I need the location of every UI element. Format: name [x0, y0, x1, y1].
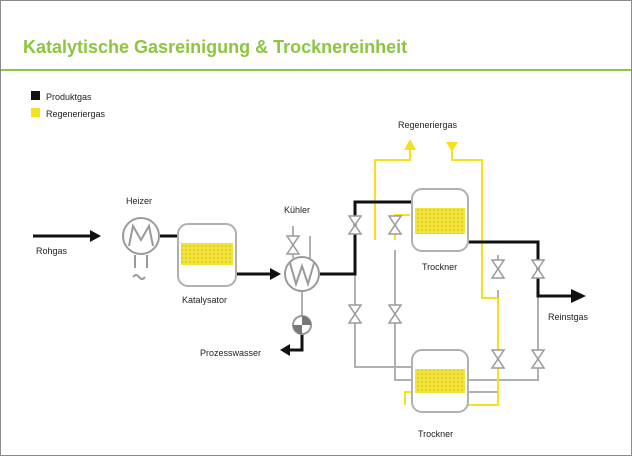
valve-icon — [530, 259, 546, 279]
valve-icon — [490, 349, 506, 369]
kat-outlet-arrow-icon — [270, 268, 281, 280]
valve-icon — [347, 215, 363, 235]
valve-icon — [490, 259, 506, 279]
label-trockner-top: Trockner — [422, 262, 457, 272]
prozesswasser-arrow-icon — [280, 344, 290, 356]
cooler-icon — [284, 256, 320, 292]
regen-out-arrow-icon — [404, 139, 416, 150]
regen-in-arrow-icon — [446, 142, 458, 152]
rohgas-arrow-icon — [90, 230, 101, 242]
label-prozesswasser: Prozesswasser — [200, 348, 261, 358]
title-underline — [1, 69, 631, 71]
legend-label-produktgas: Produktgas — [46, 92, 92, 102]
label-kuehler: Kühler — [284, 205, 310, 215]
page-title: Katalytische Gasreinigung & Trocknereinh… — [23, 37, 408, 57]
label-rohgas: Rohgas — [36, 246, 68, 256]
valve-icon — [387, 215, 403, 235]
valve-icon — [387, 304, 403, 324]
valve-icon — [347, 304, 363, 324]
legend-swatch-produktgas — [31, 91, 40, 100]
reinstgas-arrow-icon — [571, 289, 586, 303]
trockner-top-vessel — [411, 188, 469, 252]
label-heizer: Heizer — [126, 196, 152, 206]
label-regeneriergas: Regeneriergas — [398, 120, 458, 130]
label-reinstgas: Reinstgas — [548, 312, 589, 322]
katalysator-vessel — [177, 223, 237, 287]
legend-label-regeneriergas: Regeneriergas — [46, 109, 106, 119]
trockner-bottom-vessel — [411, 349, 469, 413]
valves — [347, 215, 546, 369]
cooler-valve-icon — [285, 235, 301, 255]
label-trockner-bottom: Trockner — [418, 429, 453, 439]
valve-icon — [530, 349, 546, 369]
pump-icon — [292, 315, 312, 335]
legend-swatch-regeneriergas — [31, 108, 40, 117]
label-katalysator: Katalysator — [182, 295, 227, 305]
heater-icon — [122, 217, 160, 280]
